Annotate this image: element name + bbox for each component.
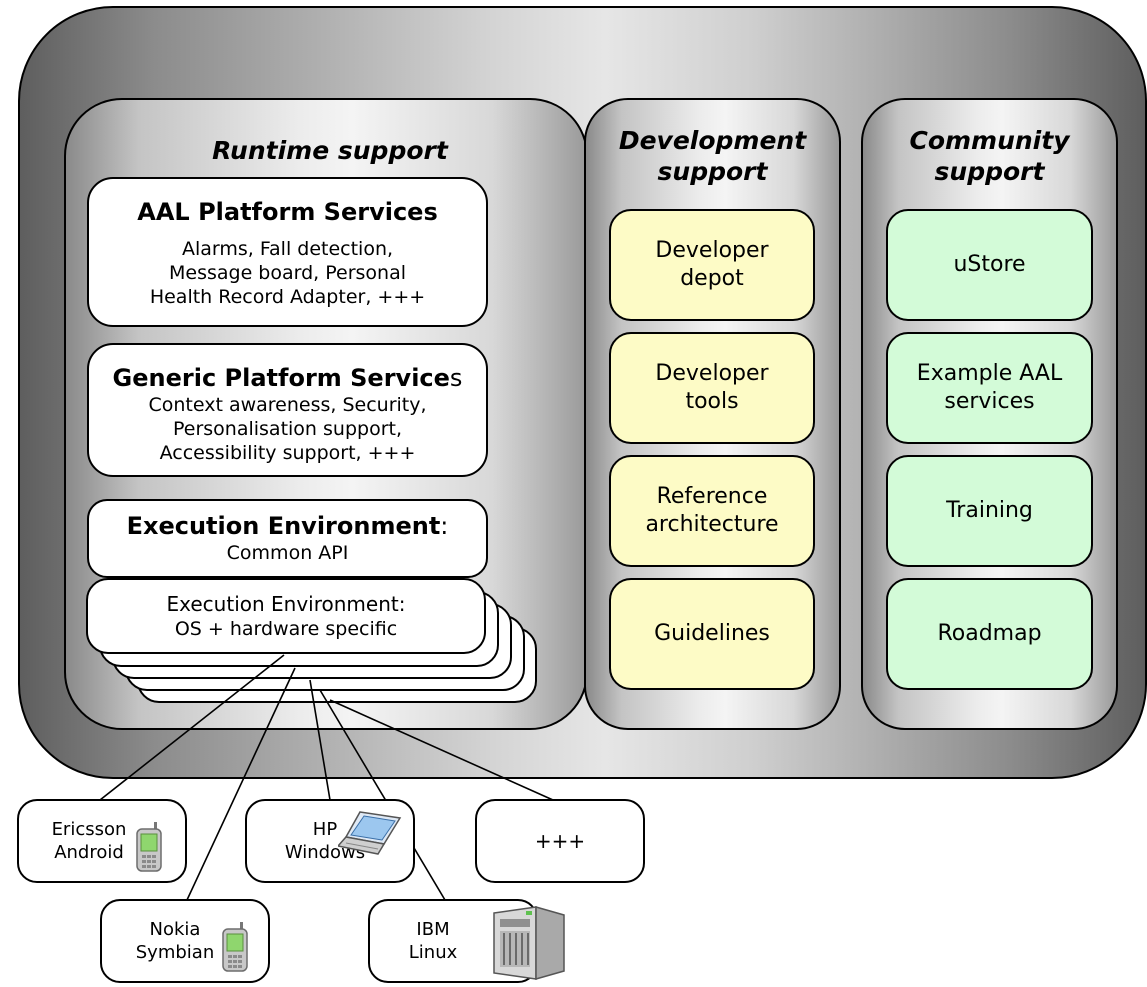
aal-platform-services-box: AAL Platform Services Alarms, Fall detec… [87, 177, 488, 327]
device-os: Android [54, 842, 124, 863]
tile-line: uStore [953, 252, 1026, 277]
developer-tools-tile: Developer tools [609, 332, 815, 444]
device-vendor: HP [312, 819, 338, 840]
device-vendor: Nokia [149, 919, 201, 940]
execution-environment-common-api: Common API [226, 542, 349, 564]
description-line: Accessibility support, +++ [159, 442, 416, 464]
reference-architecture-tile: Reference architecture [609, 455, 815, 567]
connector-line-nokia [186, 667, 296, 901]
server-icon [492, 905, 572, 983]
execution-environment-common-box: Execution Environment: Common API [87, 499, 488, 578]
tile-line: Developer [655, 238, 769, 263]
runtime-support-title: Runtime support [212, 136, 448, 165]
heading-colon: : [440, 512, 449, 540]
execution-environment-specific-box: Execution Environment: OS + hardware spe… [86, 578, 486, 654]
tile-line: architecture [645, 512, 779, 537]
title-line: support [657, 157, 768, 186]
device-label: +++ [534, 828, 586, 853]
mobile-phone-icon [220, 922, 250, 974]
generic-platform-services-box: Generic Platform Services Context awaren… [87, 343, 488, 477]
heading-text: Execution Environment [126, 512, 441, 540]
description-line: Message board, Personal [168, 262, 407, 284]
tile-line: Roadmap [937, 621, 1042, 646]
description-line: Health Record Adapter, +++ [149, 286, 426, 308]
device-os: Linux [408, 942, 458, 963]
connector-line-ibm [319, 689, 446, 901]
more-platforms-device: +++ [475, 799, 645, 883]
connector-line-more [329, 699, 554, 801]
generic-platform-services-heading: Generic Platform Services [89, 363, 486, 393]
execution-environment-specific-subtitle: OS + hardware specific [174, 618, 398, 640]
connector-line-hp [309, 679, 331, 801]
description-line: Alarms, Fall detection, [181, 238, 394, 260]
laptop-icon [336, 810, 402, 856]
tile-line: Developer [655, 361, 769, 386]
tile-line: Reference [656, 484, 768, 509]
mobile-phone-icon [134, 822, 164, 874]
title-line: support [934, 157, 1045, 186]
connector-line-ericsson [99, 654, 285, 801]
description-line: Personalisation support, [172, 418, 402, 440]
roadmap-tile: Roadmap [886, 578, 1093, 690]
description-line: Context awareness, Security, [148, 394, 427, 416]
device-vendor: IBM [416, 919, 450, 940]
community-support-title: Community support [861, 125, 1118, 187]
tile-line: depot [680, 266, 744, 291]
device-vendor: Ericsson [51, 819, 127, 840]
title-line: Community [909, 126, 1070, 155]
developer-depot-tile: Developer depot [609, 209, 815, 321]
tile-line: Training [946, 498, 1033, 523]
execution-environment-heading: Execution Environment: [89, 511, 486, 541]
execution-environment-specific-title: Execution Environment: [166, 592, 406, 616]
tile-line: services [944, 389, 1035, 414]
ustore-tile: uStore [886, 209, 1093, 321]
example-aal-services-tile: Example AAL services [886, 332, 1093, 444]
tile-line: Example AAL [916, 361, 1063, 386]
aal-platform-services-description: Alarms, Fall detection, Message board, P… [89, 237, 486, 309]
generic-platform-services-description: Context awareness, Security, Personalisa… [89, 393, 486, 465]
tile-line: Guidelines [654, 621, 770, 646]
aal-platform-services-heading: AAL Platform Services [137, 198, 438, 226]
guidelines-tile: Guidelines [609, 578, 815, 690]
tile-line: tools [685, 389, 739, 414]
heading-tail-part: s [449, 364, 463, 392]
heading-bold-part: Generic Platform Service [112, 364, 450, 392]
title-line: Development [618, 126, 807, 155]
training-tile: Training [886, 455, 1093, 567]
device-os: Symbian [135, 942, 215, 963]
development-support-title: Development support [584, 125, 841, 187]
